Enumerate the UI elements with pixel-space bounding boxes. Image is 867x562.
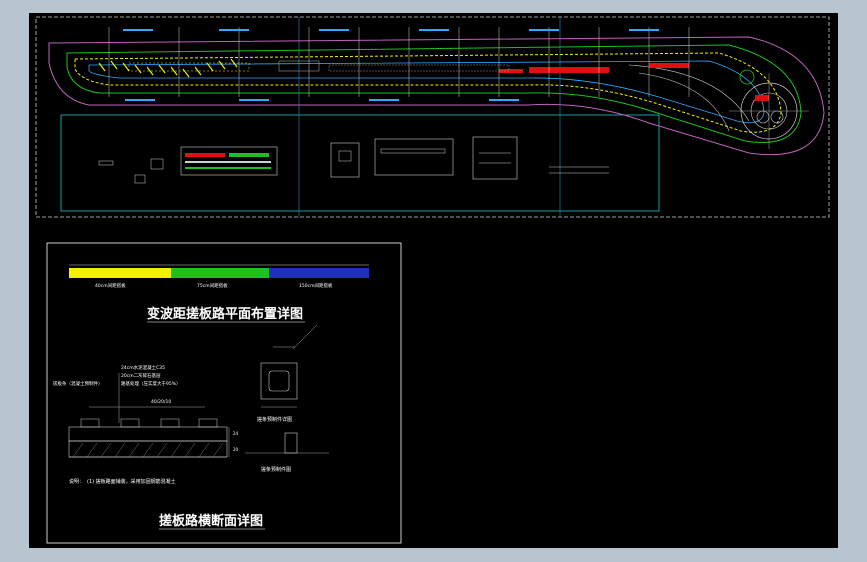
svg-text:24: 24 bbox=[233, 431, 239, 436]
side-label: 搓板条（混凝土预制件） bbox=[53, 380, 103, 387]
detail-thumbnails bbox=[98, 136, 609, 184]
scale-bar: 40cm间距搭板 75cm间距搭板 150cm间距搭板 bbox=[69, 264, 369, 289]
cad-drawing-canvas[interactable]: 40cm间距搭板 75cm间距搭板 150cm间距搭板 变波距搓板路平面布置详图… bbox=[29, 13, 838, 548]
layer-label-1: 24cm水泥混凝土C35 bbox=[121, 364, 165, 371]
cross-section-title: 搓板路横断面详图 bbox=[159, 513, 263, 529]
detail-panel bbox=[46, 242, 402, 544]
scale-segment-40cm bbox=[69, 268, 171, 278]
drawing-sheet: 40cm间距搭板 75cm间距搭板 150cm间距搭板 变波距搓板路平面布置详图… bbox=[35, 16, 830, 544]
notes-text: (1) 搓板路面铺装，采用加固钢筋混凝土 bbox=[87, 478, 176, 485]
track-plan bbox=[48, 27, 825, 156]
precast-detail bbox=[245, 324, 329, 454]
layer-label-2: 20cm二灰碎石基层 bbox=[121, 372, 161, 379]
svg-text:20: 20 bbox=[233, 447, 239, 452]
detail-frame bbox=[60, 114, 660, 212]
dimension-label: 40/20/10 bbox=[151, 399, 171, 405]
notes-prefix: 说明： bbox=[69, 478, 84, 485]
scale-label-75: 75cm间距搭板 bbox=[197, 282, 228, 289]
detail-caption-2: 搓条预制件图 bbox=[261, 466, 291, 473]
detail-caption-1: 搓条预制件详图 bbox=[257, 416, 292, 423]
layer-label-3: 路基处理（压实度大于95%） bbox=[121, 380, 181, 387]
drawing-border bbox=[35, 16, 830, 218]
layout-title: 变波距搓板路平面布置详图 bbox=[147, 306, 303, 322]
cross-section-drawing: 24 20 bbox=[68, 373, 239, 458]
scale-label-40: 40cm间距搭板 bbox=[95, 282, 126, 289]
scale-segment-150cm bbox=[269, 268, 369, 278]
scale-segment-75cm bbox=[171, 268, 269, 278]
scale-label-150: 150cm间距搭板 bbox=[299, 282, 333, 289]
